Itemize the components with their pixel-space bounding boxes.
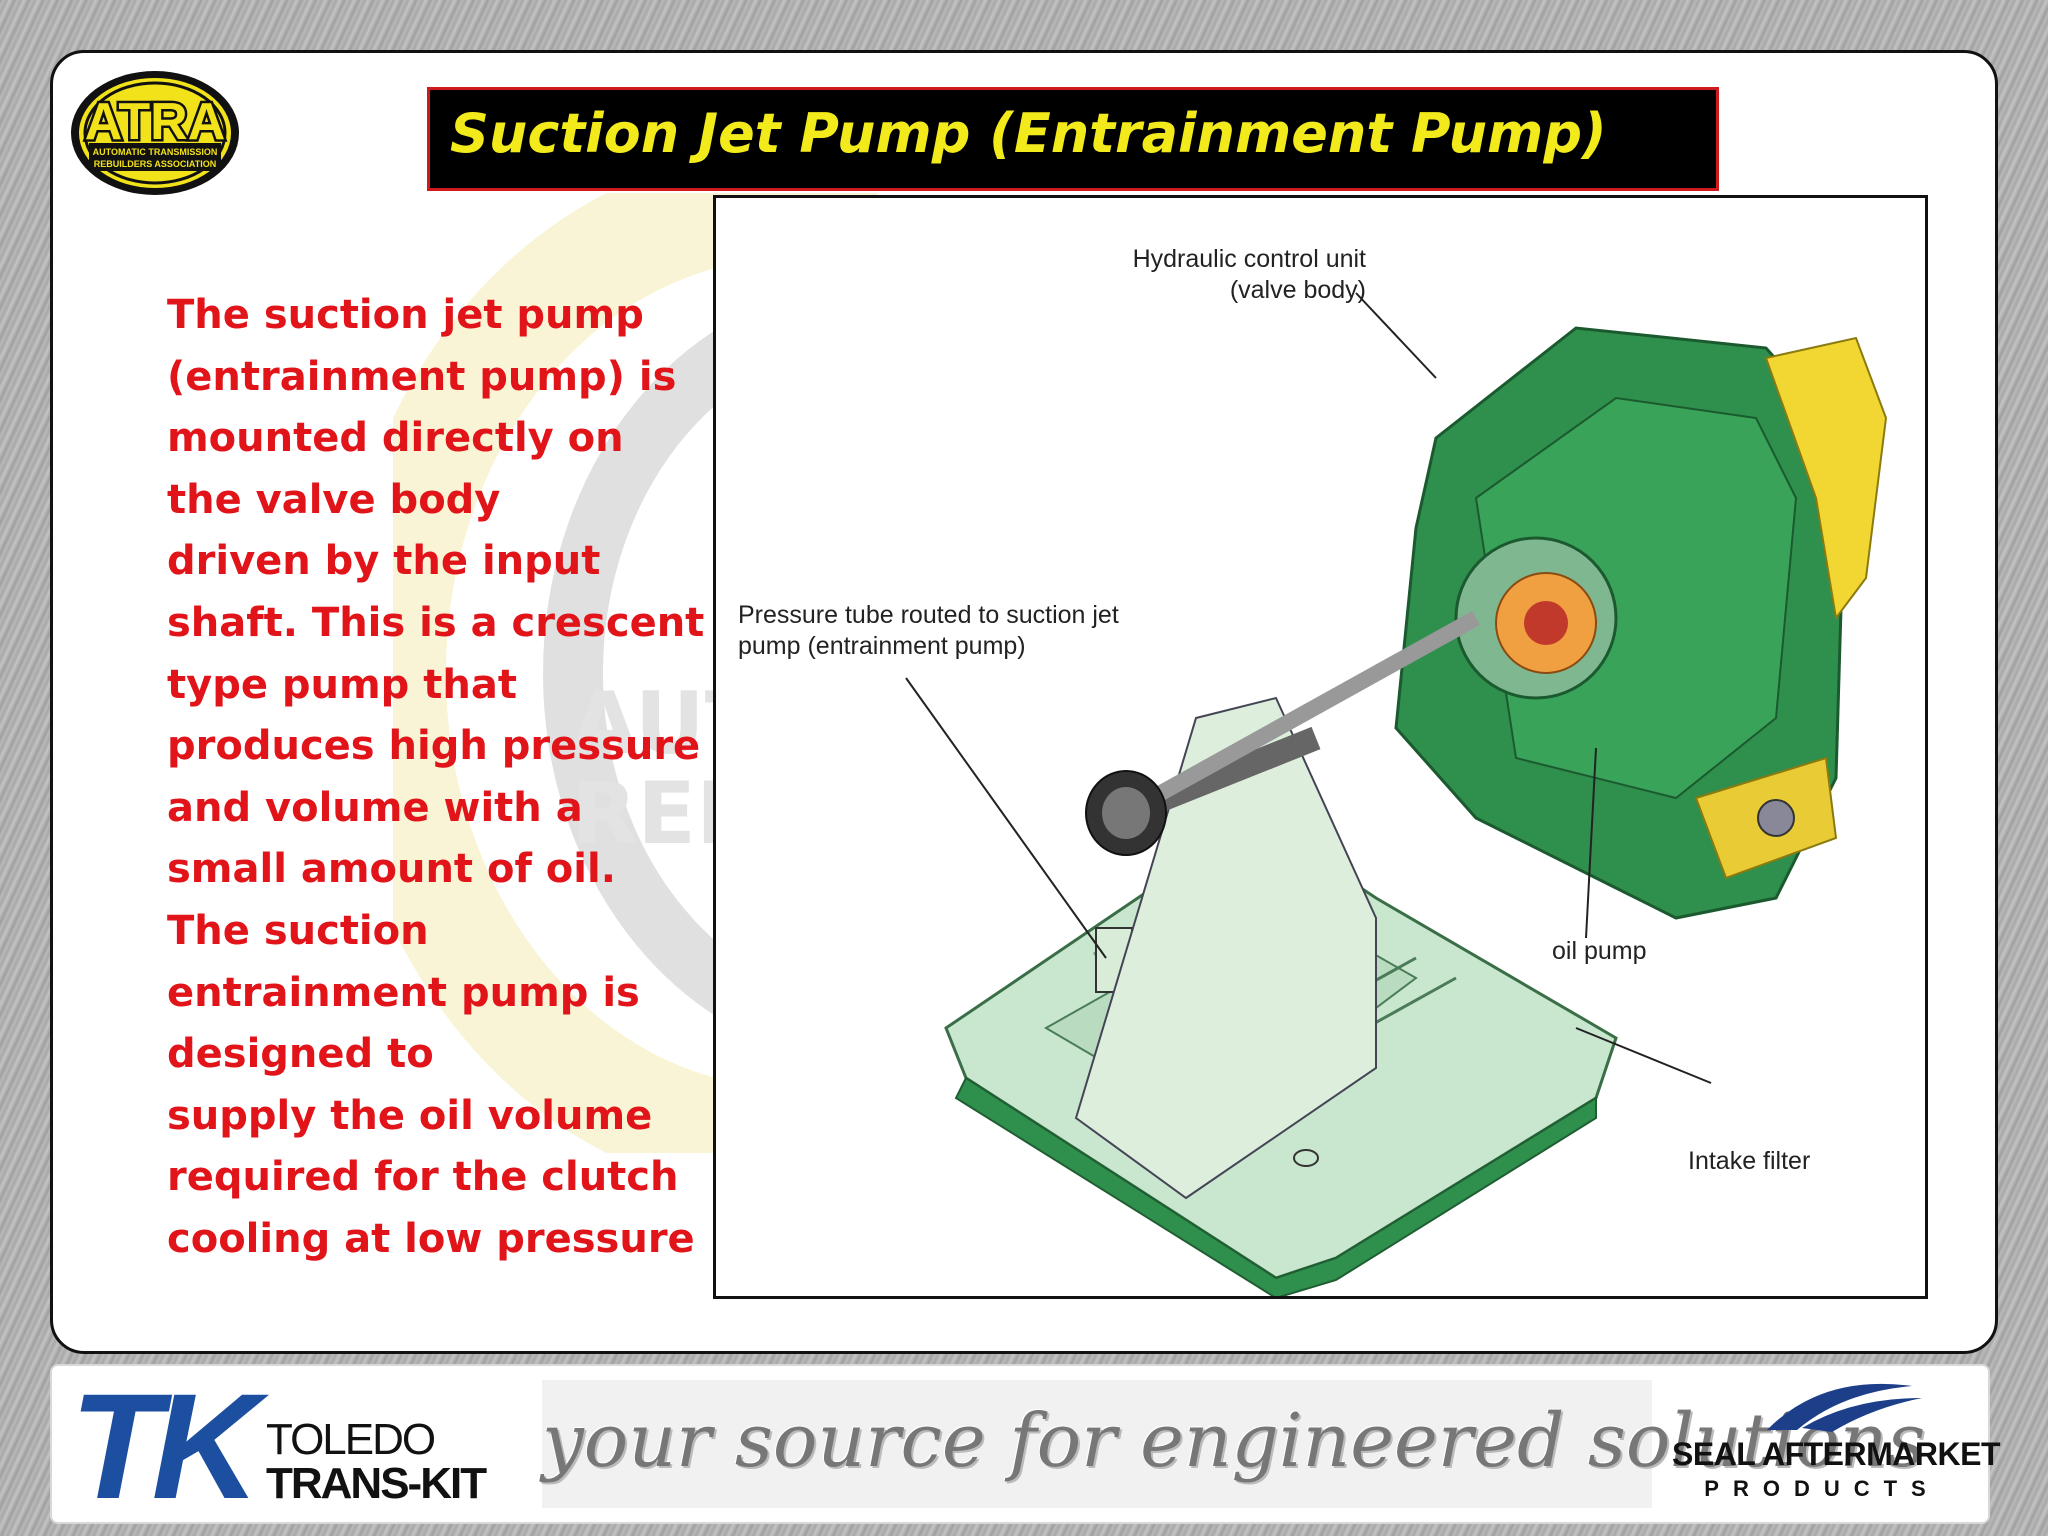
toledo-trans-kit-logo: TK (70, 1380, 270, 1510)
tk-logo-line1: TOLEDO (266, 1415, 436, 1464)
slide-title: Suction Jet Pump (Entrainment Pump) (450, 102, 1607, 165)
pump-illustration (905, 292, 1888, 1296)
seal-aftermarket-logo: SEAL AFTERMARKET PRODUCTS (1672, 1380, 2001, 1512)
tagline: your source for engineered solutions (542, 1398, 1926, 1484)
title-bar: Suction Jet Pump (Entrainment Pump) (427, 87, 1719, 191)
slide: AUTO REBU ATRA AUTOMATIC TRANSMISSION RE… (50, 50, 1998, 1354)
footer: TK TOLEDO TRANS-KIT your source for engi… (50, 1364, 2001, 1524)
label-intake-filter: Intake filter (1688, 1147, 1811, 1175)
standpipe-shape (1074, 696, 1377, 1200)
label-hydraulic-control-unit: Hydraulic control unit (valve body) (1132, 245, 1366, 304)
label-oil-pump: oil pump (1552, 937, 1647, 965)
atra-logo-name: ATRA (85, 93, 226, 151)
seal-logo-line1: SEAL AFTERMARKET (1672, 1436, 2001, 1472)
atra-logo-subtitle-1: AUTOMATIC TRANSMISSION (93, 147, 218, 157)
atra-logo: ATRA AUTOMATIC TRANSMISSION REBUILDERS A… (71, 71, 239, 195)
atra-logo-subtitle-2: REBUILDERS ASSOCIATION (94, 159, 217, 169)
tagline-box: your source for engineered solutions (542, 1380, 1926, 1508)
body-text: The suction jet pump (entrainment pump) … (167, 292, 705, 1262)
pump-figure: Hydraulic control unit (valve body) Pres… (713, 195, 1928, 1299)
seal-swoosh-icon (1767, 1383, 1922, 1432)
tk-logo-mark: TK (70, 1380, 270, 1510)
tk-logo-text: TOLEDO TRANS-KIT (266, 1415, 487, 1508)
tk-logo-line2: TRANS-KIT (266, 1459, 487, 1508)
label-pressure-tube: Pressure tube routed to suction jet pump… (738, 601, 1119, 660)
seal-logo-line2: PRODUCTS (1704, 1476, 1940, 1501)
